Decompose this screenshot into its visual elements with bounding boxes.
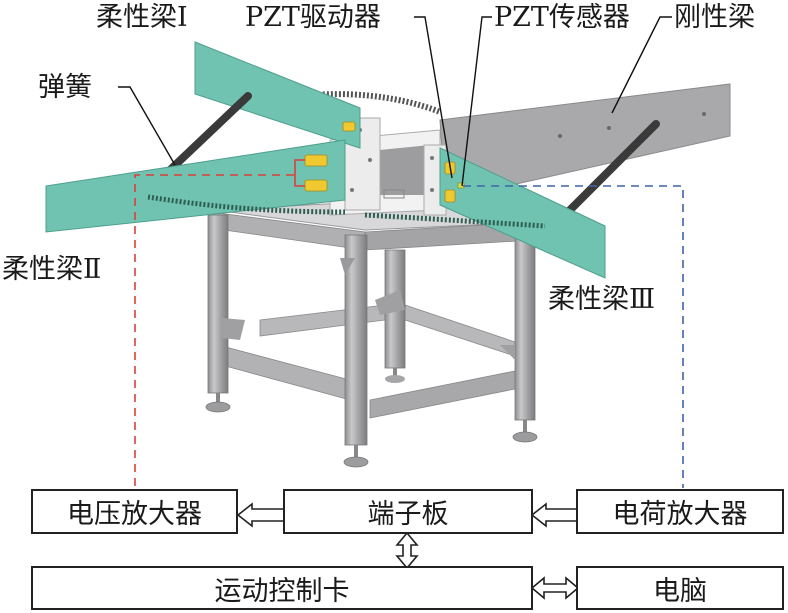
sensor-signal-line: [463, 185, 684, 488]
leader-rigid-beam: [611, 16, 672, 114]
actuator-signal-branch: [294, 159, 305, 187]
voltage-amplifier-block: 电压放大器: [31, 489, 238, 534]
arrow-charge-amp-to-terminal: [530, 502, 579, 528]
rigid-beam-hole: [558, 134, 562, 138]
label-flexible-beam-2: 柔性梁Ⅱ: [2, 254, 102, 285]
flexible-beam-3: [439, 147, 606, 279]
flexible-beam-2: [45, 139, 346, 233]
spring-left: [166, 92, 252, 174]
motion-control-card-block: 运动控制卡: [31, 566, 533, 610]
computer-block: 电脑: [576, 566, 784, 610]
leader-pzt-actuator: [414, 16, 453, 179]
arrow-terminal-motion-card: [395, 531, 419, 570]
terminal-board-block: 端子板: [283, 489, 533, 534]
label-flexible-beam-3: 柔性梁Ⅲ: [548, 284, 656, 315]
pzt-actuator-patch-beam-3-bottom: [444, 189, 456, 203]
leader-spring: [118, 86, 176, 166]
label-pzt-actuator: PZT驱动器: [245, 2, 381, 33]
arrow-motion-card-computer: [530, 576, 580, 600]
label-pzt-sensor: PZT传感器: [494, 2, 630, 33]
actuator-signal-line: [134, 174, 294, 488]
pzt-actuator-patch-bottom: [304, 179, 328, 192]
label-spring: 弹簧: [38, 72, 92, 103]
label-rigid-beam: 刚性梁: [674, 2, 755, 33]
computer-label: 电脑: [653, 575, 707, 607]
arrow-terminal-to-voltage-amp: [236, 502, 285, 528]
spring-right: [566, 120, 660, 214]
terminal-board-label: 端子板: [367, 499, 449, 530]
central-hub: [329, 117, 447, 216]
charge-amplifier-block: 电荷放大器: [576, 489, 784, 534]
pzt-actuator-patch-top: [304, 154, 328, 167]
pzt-patch-beam-1: [342, 121, 356, 132]
motion-control-card-label: 运动控制卡: [214, 575, 350, 607]
voltage-amplifier-label: 电压放大器: [67, 499, 202, 530]
rigid-beam-hole: [607, 126, 611, 130]
leader-pzt-sensor: [461, 16, 492, 187]
spring-back: [314, 91, 442, 115]
flexible-beam-1: [194, 41, 361, 149]
rigid-beam-hole: [702, 112, 706, 116]
aluminum-frame: [205, 199, 541, 468]
label-flexible-beam-1: 柔性梁Ⅰ: [96, 2, 188, 33]
charge-amplifier-label: 电荷放大器: [612, 499, 748, 530]
spring-front-right: [364, 212, 546, 229]
